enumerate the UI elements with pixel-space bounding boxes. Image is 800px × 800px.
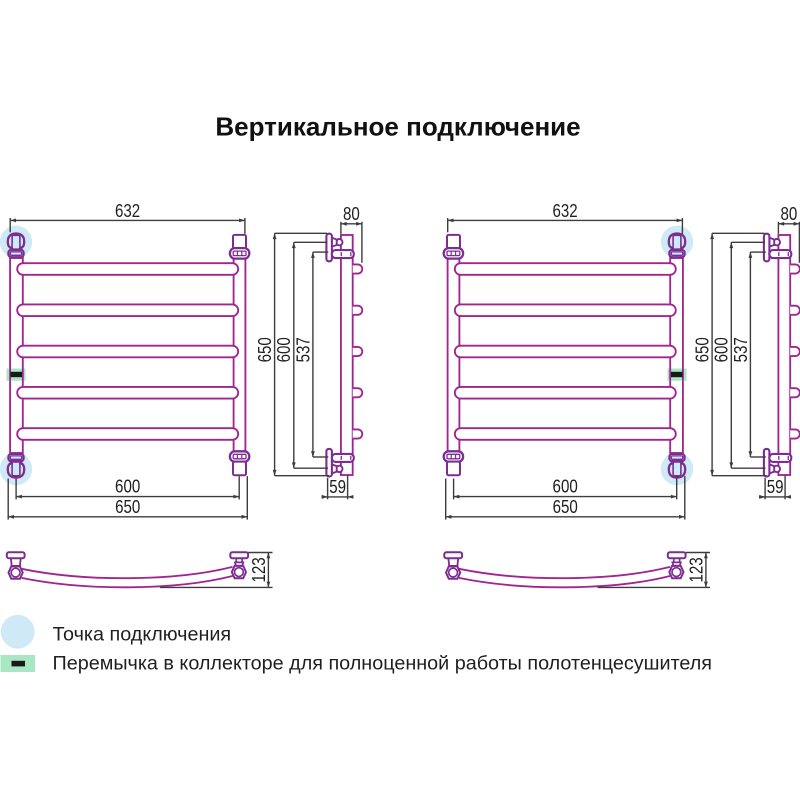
svg-text:Вертикальное подключение: Вертикальное подключение [215,112,580,142]
svg-text:Перемычка в коллекторе для пол: Перемычка в коллекторе для полноценной р… [53,653,713,675]
svg-text:Точка подключения: Точка подключения [53,624,232,646]
